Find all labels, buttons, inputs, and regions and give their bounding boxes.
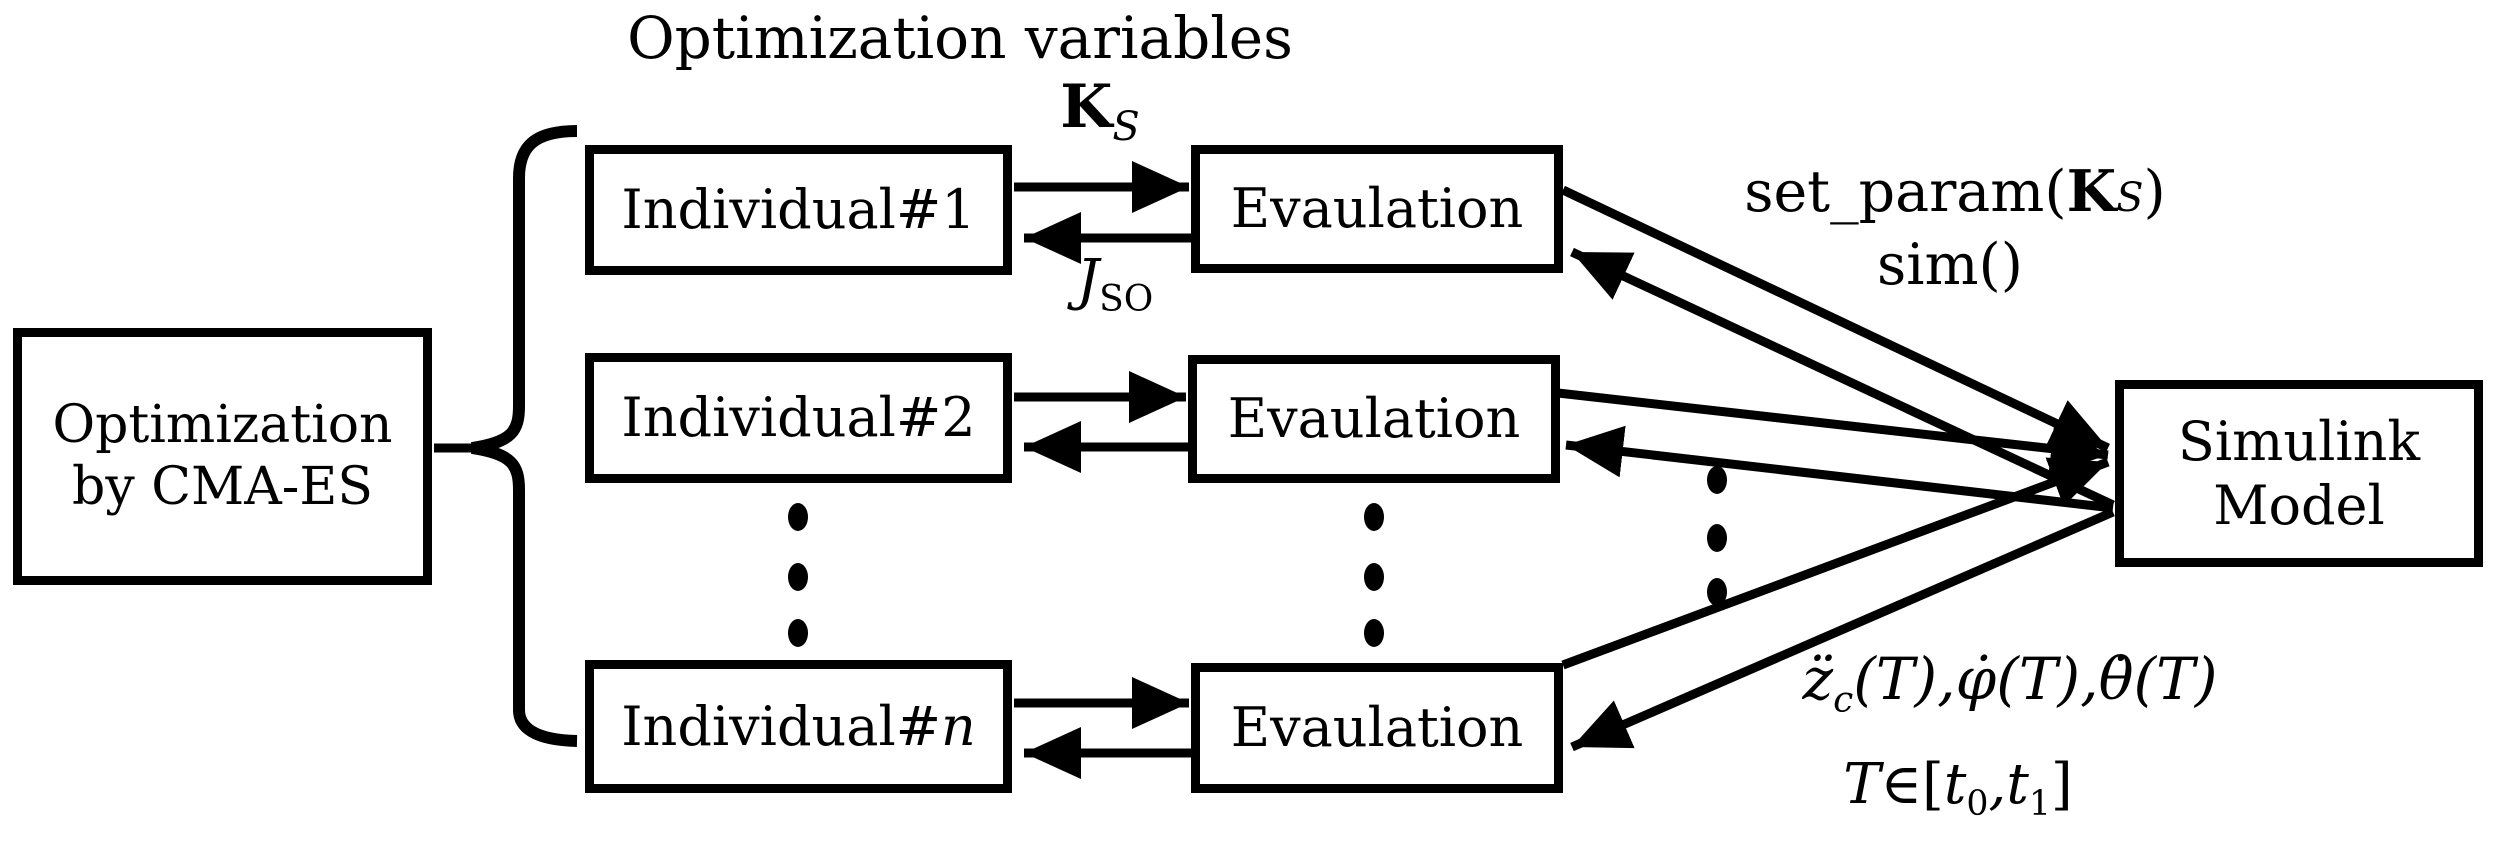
output-signals-label: z̈c(T),φ̇(T),θ̇(T) (1802, 645, 2218, 721)
arrow-simulink-to-evaluationn (1570, 507, 2115, 752)
brace-icon (471, 125, 578, 747)
jso-subscript: SO (1099, 279, 1154, 321)
set-param-label: set_param(KS) (1744, 158, 2166, 225)
individual-1-box: Individual#1 (585, 145, 1012, 275)
ks-variable-label: KS (1020, 72, 1180, 150)
ks-main: K (1060, 72, 1113, 142)
jso-main: J (1076, 248, 1100, 313)
ks-subscript: S (1112, 104, 1140, 150)
arrow-evaluation1-to-simulink (1561, 185, 2110, 453)
individual-2-box: Individual#2 (585, 353, 1012, 483)
set-param-s: S (2116, 175, 2144, 221)
ellipsis-evaluation-column (1364, 503, 1384, 647)
jso-cost-label: JSO (1030, 248, 1200, 320)
evaluation-2-label: Evaulation (1227, 387, 1521, 451)
individual-2-label: Individual#2 (621, 386, 976, 450)
ellipsis-feedback-column (1707, 466, 1727, 606)
evaluation-2-box: Evaulation (1188, 355, 1560, 483)
set-param-k: K (2066, 158, 2117, 225)
individual-n-label: Individual#n (621, 694, 976, 758)
optimizer-box: Optimization by CMA-ES (13, 328, 432, 585)
individual-n-box: Individual#n (585, 660, 1012, 793)
evaluation-1-label: Evaulation (1230, 177, 1524, 241)
ellipsis-individual-column (788, 503, 808, 647)
diagram-title: Optimization variables (627, 4, 1293, 72)
sim-call-label: sim() (1876, 232, 2023, 298)
individual-1-label: Individual#1 (621, 178, 976, 242)
evaluation-1-box: Evaulation (1191, 145, 1563, 273)
arrow-evaluation2-to-simulink (1557, 388, 2109, 475)
simulink-label-line2: Model (2213, 473, 2385, 537)
optimizer-label-line1: Optimization (52, 395, 393, 456)
optimizer-label-line2: by CMA-ES (72, 456, 373, 517)
arrow-simulink-to-evaluation1 (1570, 247, 2115, 510)
arrow-simulink-to-evaluation2 (1565, 425, 2114, 513)
simulink-model-box: Simulink Model (2115, 380, 2483, 567)
evaluation-n-box: Evaulation (1191, 663, 1563, 793)
simulink-label-line1: Simulink (2177, 409, 2421, 473)
evaluation-n-label: Evaulation (1230, 696, 1524, 760)
time-interval-label: T∈[t0,t1] (1843, 752, 2073, 825)
